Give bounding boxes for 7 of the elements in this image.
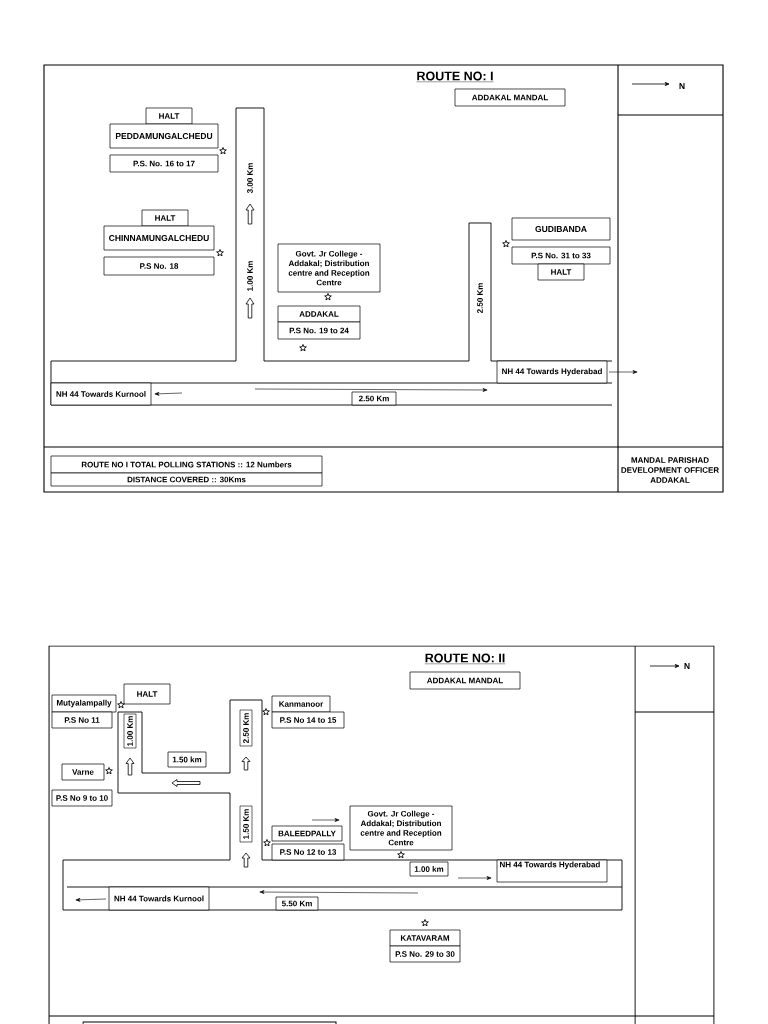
distance-label: 1.00 Km: [247, 261, 253, 291]
distance-label: 3.00 Km: [247, 163, 253, 194]
route-title: ROUTE NO: I: [416, 71, 494, 82]
distance-label: 2.50 Km: [477, 283, 483, 314]
north-label: N: [684, 663, 690, 669]
office-label: MANDAL PARISHAD DEVELOPMENT OFFICER ADDAKAL: [621, 457, 719, 483]
north-label: N: [679, 83, 685, 89]
